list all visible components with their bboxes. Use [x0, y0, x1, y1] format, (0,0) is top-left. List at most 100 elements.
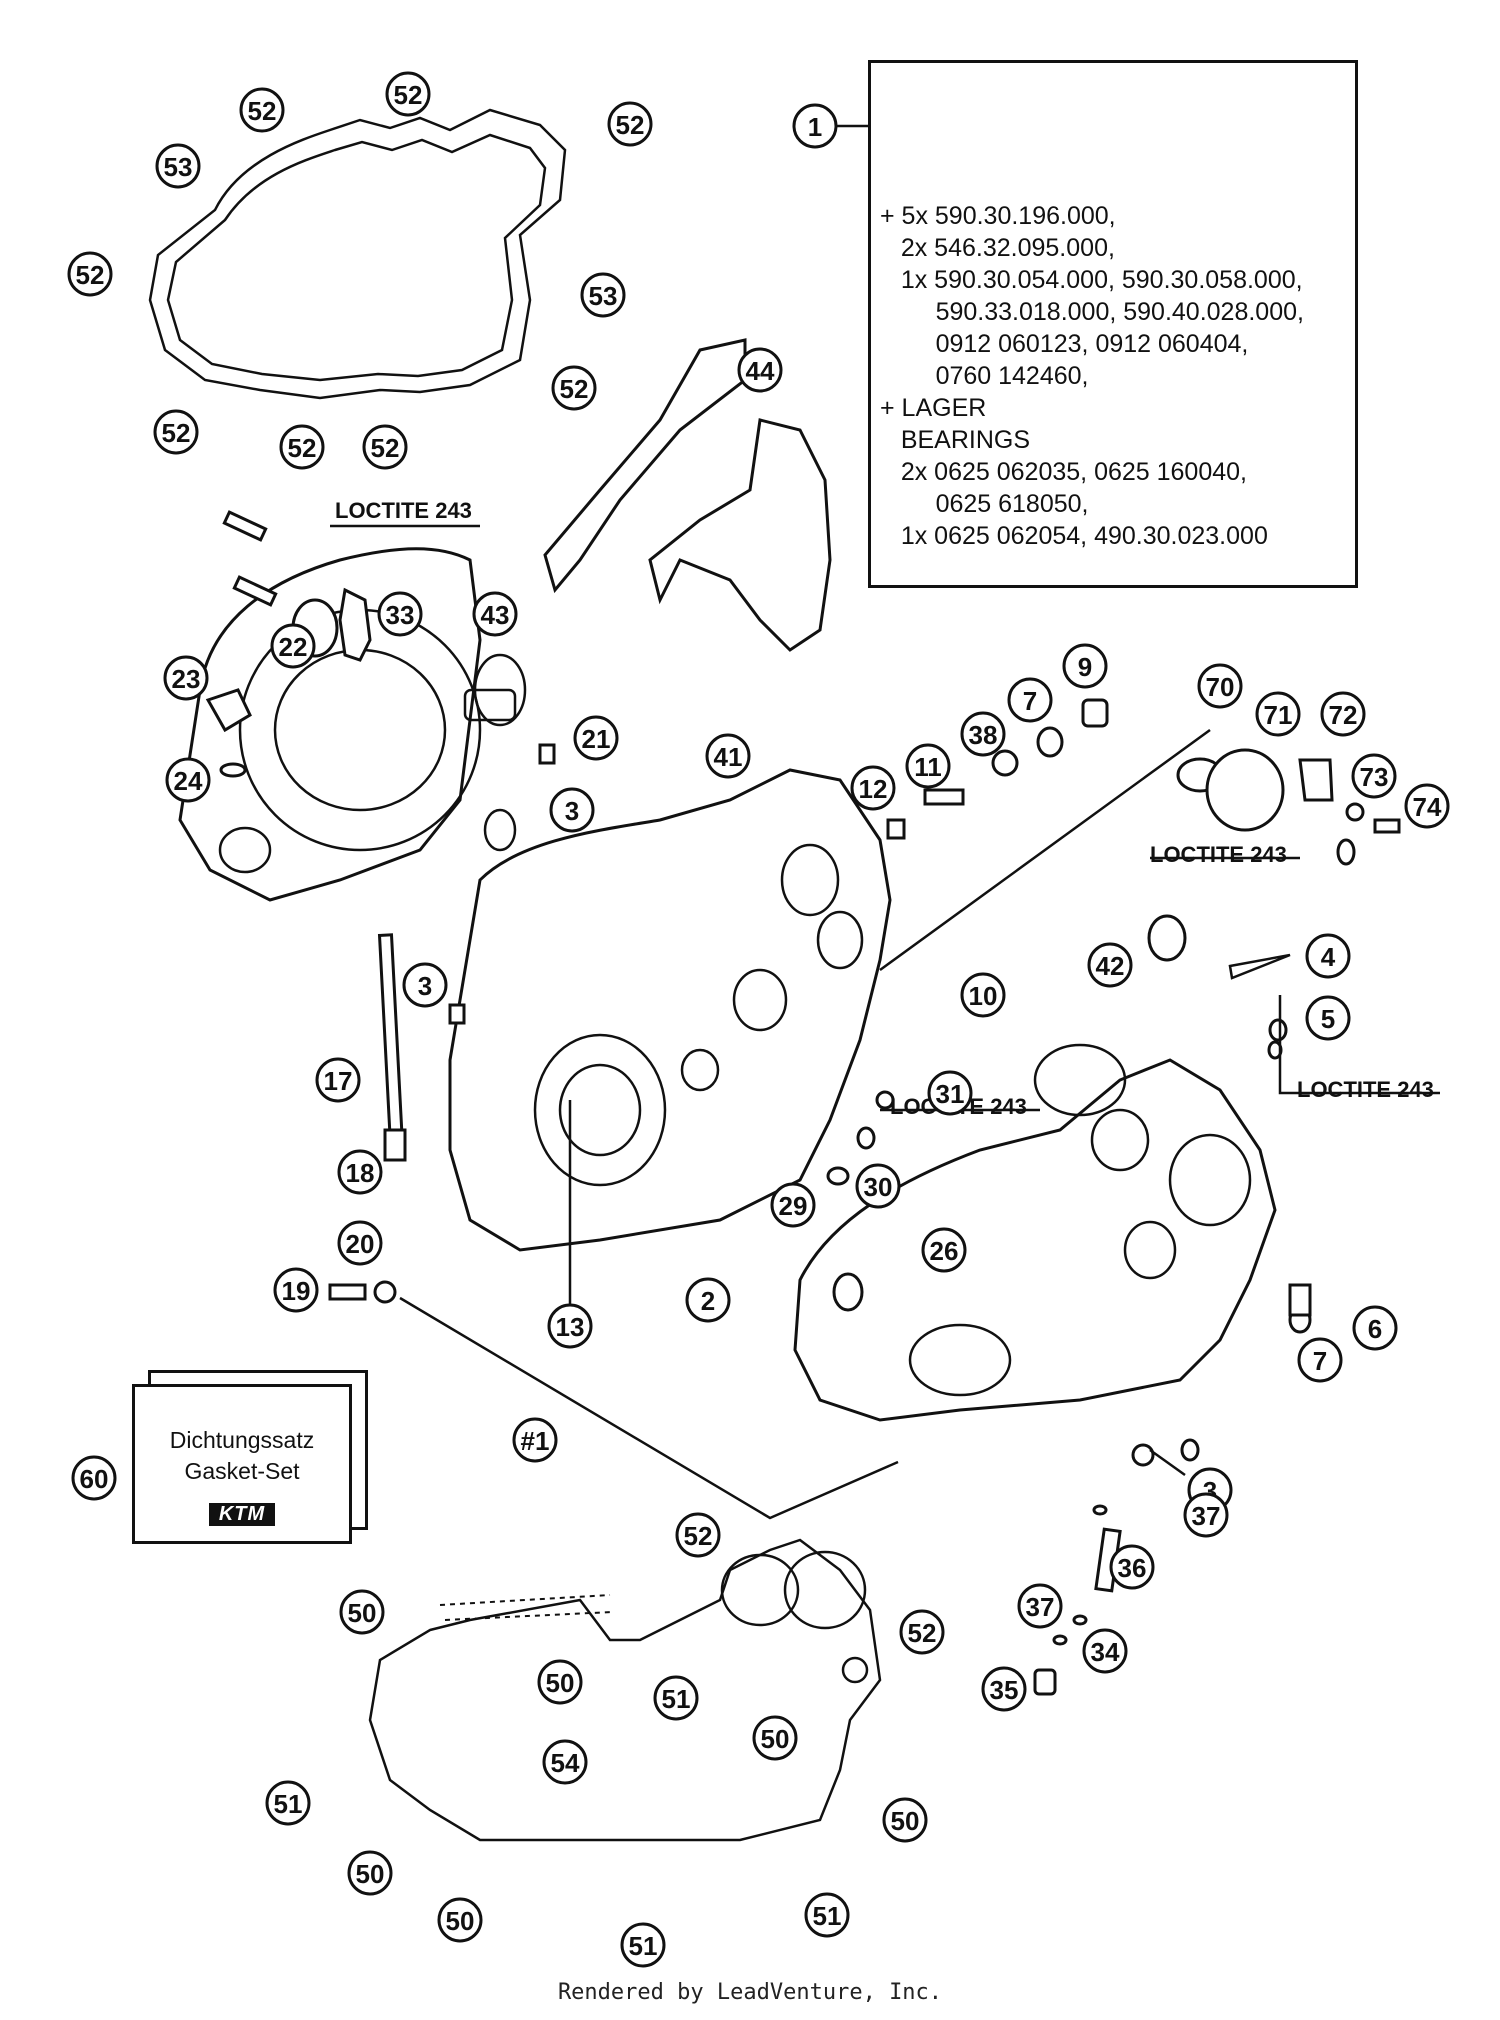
callout-52-3-label: 52 — [616, 110, 645, 140]
callout-10-label: 10 — [969, 981, 998, 1011]
callout-50-3-label: 50 — [761, 1724, 790, 1754]
callout-52-8: 52 — [551, 365, 597, 411]
clutch-cover-gasket — [148, 108, 567, 400]
callout-52-5: 52 — [153, 409, 199, 455]
callout-4-label: 4 — [1321, 942, 1336, 972]
kit-line-3: 1x 590.30.054.000, 590.30.058.000, — [880, 266, 1303, 294]
callout-52-6-label: 52 — [288, 433, 317, 463]
callout-50-6-label: 50 — [446, 1906, 475, 1936]
callout-52-6: 52 — [279, 424, 325, 470]
footer-credit: Rendered by LeadVenture, Inc. — [557, 1980, 943, 2005]
callout-35: 35 — [981, 1666, 1027, 1712]
loctite-label-2: LOCTITE 243 — [1150, 842, 1287, 867]
callout-24-label: 24 — [174, 766, 203, 796]
callout-50-4-label: 50 — [891, 1806, 920, 1836]
callout-72: 72 — [1320, 691, 1366, 737]
callout-hash1: #1 — [512, 1417, 558, 1463]
callout-11-label: 11 — [914, 752, 942, 782]
callout-5: 5 — [1305, 995, 1351, 1041]
callout-50-5-label: 50 — [356, 1859, 385, 1889]
callout-1-label: 1 — [808, 112, 822, 142]
callout-23: 23 — [163, 655, 209, 701]
callout-50-4: 50 — [882, 1797, 928, 1843]
leader-lines — [399, 124, 1440, 1520]
callout-21-label: 21 — [582, 724, 611, 754]
callout-19: 19 — [273, 1267, 319, 1313]
callout-30-label: 30 — [864, 1172, 893, 1202]
left-crankcase — [448, 768, 892, 1252]
callout-3-2: 3 — [402, 962, 448, 1008]
callout-74: 74 — [1404, 783, 1450, 829]
callout-54: 54 — [542, 1739, 588, 1785]
callout-10: 10 — [960, 972, 1006, 1018]
callout-20-label: 20 — [346, 1229, 375, 1259]
callout-1: 1 — [792, 103, 838, 149]
callout-52-3: 52 — [607, 101, 653, 147]
callout-41-label: 41 — [714, 742, 743, 772]
callout-70-label: 70 — [1206, 672, 1235, 702]
callout-73-label: 73 — [1360, 762, 1389, 792]
callout-51-1: 51 — [653, 1675, 699, 1721]
callout-3-2-label: 3 — [418, 971, 432, 1001]
callout-50-2: 50 — [537, 1659, 583, 1705]
callout-52-5-label: 52 — [162, 418, 191, 448]
callout-13-label: 13 — [556, 1312, 585, 1342]
callout-36: 36 — [1109, 1544, 1155, 1590]
callout-19-label: 19 — [282, 1276, 311, 1306]
callout-51-4: 51 — [804, 1892, 850, 1938]
loctite-label-1: LOCTITE 243 — [335, 498, 472, 523]
callout-9-label: 9 — [1078, 652, 1092, 682]
callout-31-label: 31 — [936, 1079, 965, 1109]
callout-29: 29 — [770, 1182, 816, 1228]
callout-7-1: 7 — [1007, 677, 1053, 723]
callout-20: 20 — [337, 1220, 383, 1266]
callout-50-5: 50 — [347, 1850, 393, 1896]
kit-line-1: + 5x 590.30.196.000, — [880, 202, 1116, 230]
callout-4: 4 — [1305, 933, 1351, 979]
callout-52-1: 52 — [239, 87, 285, 133]
loctite-label-4: LOCTITE 243 — [1297, 1077, 1434, 1102]
callout-3-1-label: 3 — [565, 796, 579, 826]
callout-72-label: 72 — [1329, 700, 1358, 730]
kit-line-10: 0625 618050, — [880, 490, 1089, 518]
gasket-set-de-label: Dichtungssatz — [169, 1427, 315, 1453]
callout-37-2: 37 — [1017, 1583, 1063, 1629]
callout-50-6: 50 — [437, 1897, 483, 1943]
callout-30: 30 — [855, 1163, 901, 1209]
callout-34-label: 34 — [1091, 1637, 1120, 1667]
callout-7-1-label: 7 — [1023, 686, 1037, 716]
callout-44-label: 44 — [746, 356, 775, 386]
callout-5-label: 5 — [1321, 1004, 1335, 1034]
kit-line-2: 2x 546.32.095.000, — [880, 234, 1115, 262]
callout-52-2: 52 — [385, 71, 431, 117]
callout-52-1-label: 52 — [248, 96, 277, 126]
callout-31: 31 — [927, 1070, 973, 1116]
callout-2-label: 2 — [701, 1286, 715, 1316]
callout-53-2-label: 53 — [589, 281, 618, 311]
callout-60-label: 60 — [80, 1464, 109, 1494]
right-crankcase — [793, 1058, 1277, 1422]
callout-52-10: 52 — [899, 1609, 945, 1655]
kit-line-8: BEARINGS — [880, 426, 1031, 454]
kit-line-9: 2x 0625 062035, 0625 160040, — [880, 458, 1247, 486]
callout-17: 17 — [315, 1057, 361, 1103]
callout-38-label: 38 — [969, 720, 998, 750]
callout-29-label: 29 — [779, 1191, 808, 1221]
callout-43-label: 43 — [481, 600, 510, 630]
callout-6-label: 6 — [1368, 1314, 1382, 1344]
callout-17-label: 17 — [324, 1066, 353, 1096]
callout-37-1: 37 — [1183, 1492, 1229, 1538]
callout-73: 73 — [1351, 753, 1397, 799]
callout-36-label: 36 — [1118, 1553, 1147, 1583]
callout-37-1-label: 37 — [1192, 1501, 1221, 1531]
callout-37-2-label: 37 — [1026, 1592, 1055, 1622]
callout-21: 21 — [573, 715, 619, 761]
callout-7-2: 7 — [1297, 1337, 1343, 1383]
callout-50-3: 50 — [752, 1715, 798, 1761]
callout-13: 13 — [547, 1303, 593, 1349]
callout-53-1: 53 — [155, 143, 201, 189]
callout-50-1: 50 — [339, 1589, 385, 1635]
callout-51-3: 51 — [620, 1922, 666, 1968]
